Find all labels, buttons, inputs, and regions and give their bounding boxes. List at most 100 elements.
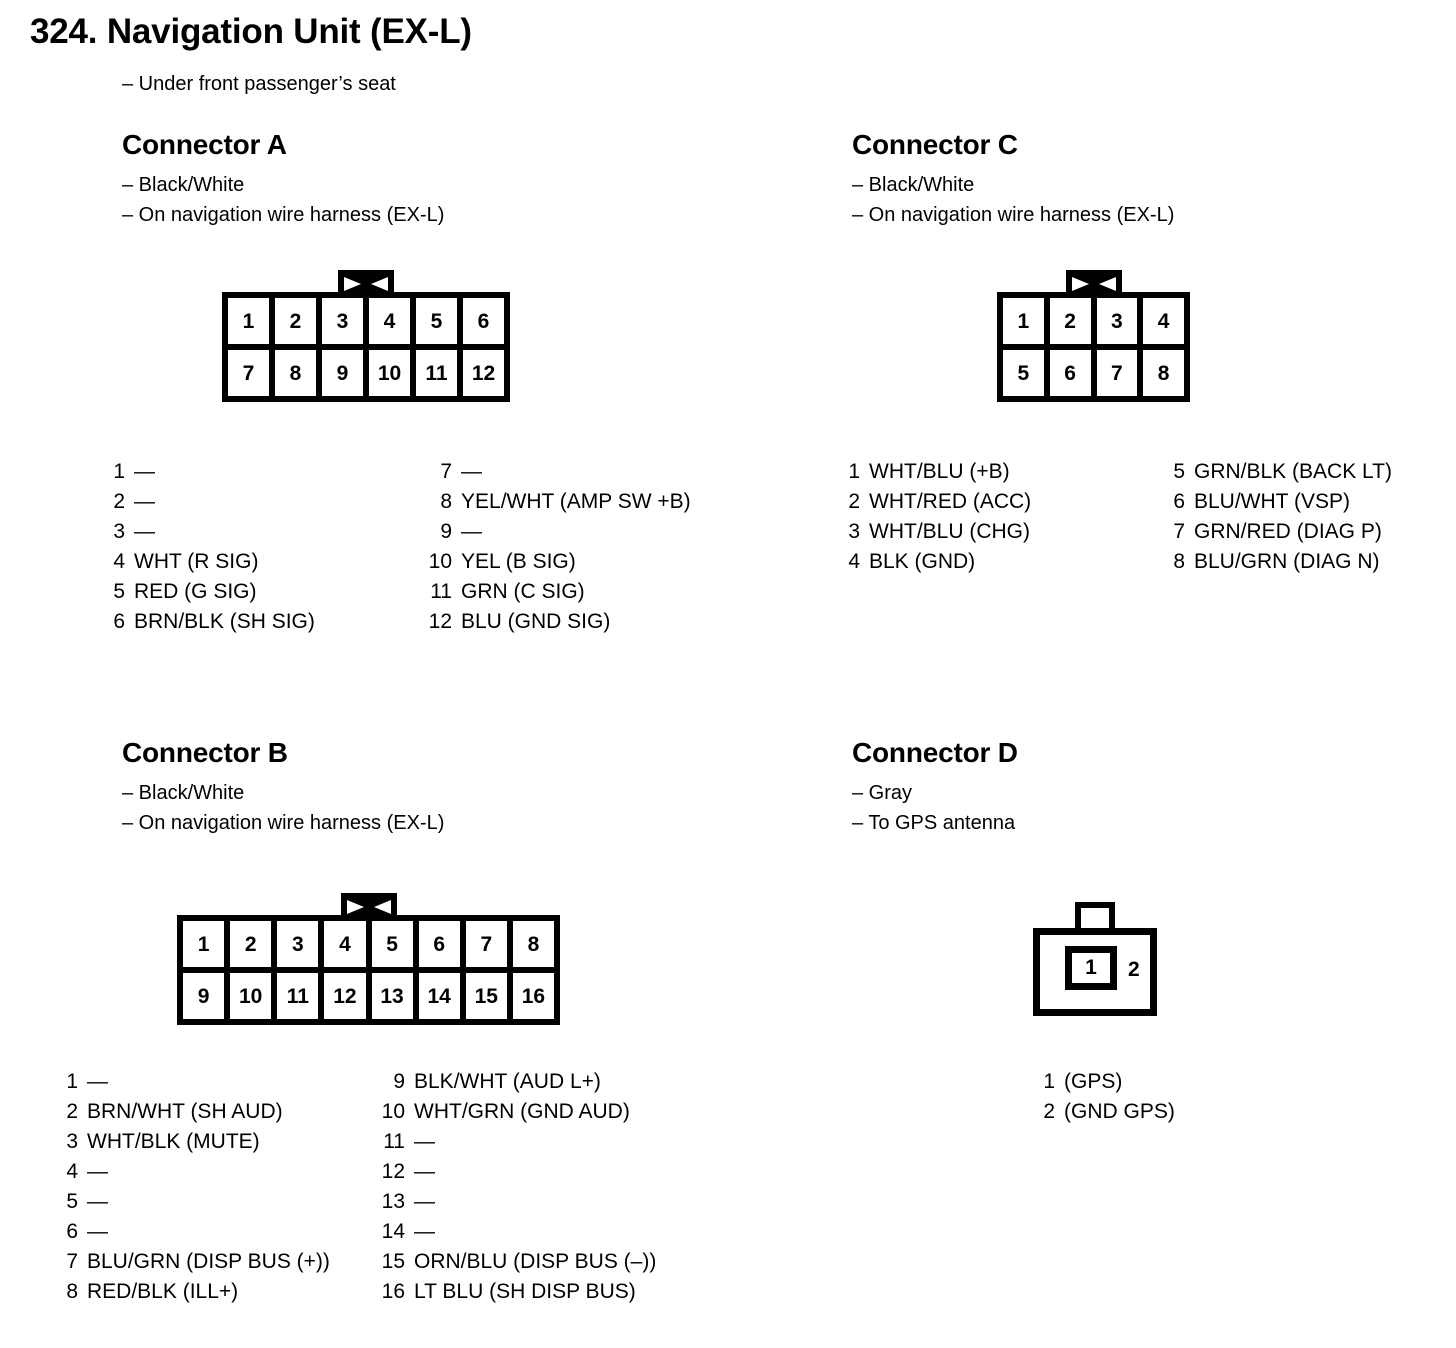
pin-number: 14 [381, 1220, 405, 1243]
pin-row: 3— [95, 520, 315, 550]
pin-number: 8 [66, 1280, 78, 1303]
pin-cell-9: 9 [322, 350, 363, 396]
pin-cell-6: 6 [418, 921, 460, 967]
pin-number: 7 [440, 460, 452, 483]
pin-cell-1: 1 [1003, 298, 1044, 344]
pin-cell-7: 7 [465, 921, 507, 967]
pin-cell-2: 2 [275, 298, 316, 344]
pin-cell-3: 3 [1096, 298, 1138, 344]
pin-unassigned-dash: — [87, 1160, 108, 1183]
pin-cell-12: 12 [324, 973, 366, 1019]
pin-cell-4: 4 [324, 921, 366, 967]
pin-description: (GND GPS) [1064, 1100, 1175, 1123]
pin-description: WHT (R SIG) [134, 550, 259, 573]
connector-b-note-harness: – On navigation wire harness (EX-L) [122, 812, 445, 834]
pin-cell-7: 7 [1096, 350, 1138, 396]
pin-cell-9: 9 [183, 973, 225, 1019]
pin-cell-14: 14 [418, 973, 460, 1019]
pin-description: BRN/BLK (SH SIG) [134, 610, 315, 633]
pin-description: GRN (C SIG) [461, 580, 585, 603]
pin-number: 12 [428, 610, 452, 633]
pin-number: 6 [1173, 490, 1185, 513]
pin-cell-6: 6 [1049, 350, 1091, 396]
pin-number: 4 [66, 1160, 78, 1183]
pin-number: 1 [66, 1070, 78, 1093]
pin-description: BLU/WHT (VSP) [1194, 490, 1350, 513]
pin-unassigned-dash: — [414, 1190, 435, 1213]
pin-row: 7— [422, 460, 691, 490]
pin-number: 2 [1043, 1100, 1055, 1123]
connector-c-notes: – Black/White – On navigation wire harne… [852, 170, 1174, 230]
pin-row: 9— [422, 520, 691, 550]
pin-number: 1 [113, 460, 125, 483]
pin-description: YEL (B SIG) [461, 550, 576, 573]
pin-number: 16 [381, 1280, 405, 1303]
pin-unassigned-dash: — [414, 1160, 435, 1183]
pin-description: (GPS) [1064, 1070, 1123, 1093]
pin-cell-5: 5 [1003, 350, 1044, 396]
pin-number: 5 [113, 580, 125, 603]
pin-number: 1 [848, 460, 860, 483]
connector-c-heading: Connector C [852, 129, 1018, 160]
pin-number: 4 [113, 550, 125, 573]
pin-number: 15 [381, 1250, 405, 1273]
page-title: 324. Navigation Unit (EX-L) [30, 12, 472, 51]
pin-number: 10 [381, 1100, 405, 1123]
pin-cell-15: 15 [465, 973, 507, 1019]
pin-cell-16: 16 [512, 973, 554, 1019]
pin-number: 3 [66, 1130, 78, 1153]
pin-unassigned-dash: — [87, 1070, 108, 1093]
pin-row: 11— [375, 1130, 656, 1160]
pin-unassigned-dash: — [414, 1220, 435, 1243]
pin-cell-4: 4 [369, 298, 410, 344]
pin-number: 5 [66, 1190, 78, 1213]
connector-d-note-color: – Gray [852, 782, 913, 804]
pin-description: BLU/GRN (DISP BUS (+)) [87, 1250, 330, 1273]
pin-cell-3: 3 [322, 298, 363, 344]
pin-cell-2: 2 [230, 921, 272, 967]
pin-row: 6 BLU/WHT (VSP) [1155, 490, 1392, 520]
connector-c-note-harness: – On navigation wire harness (EX-L) [852, 204, 1175, 226]
coax-center-pin-1: 1 [1065, 946, 1117, 990]
pin-cell-8: 8 [1143, 350, 1184, 396]
pin-unassigned-dash: — [87, 1220, 108, 1243]
pin-cell-11: 11 [277, 973, 319, 1019]
pin-row: 2— [95, 490, 315, 520]
pin-cell-11: 11 [416, 350, 457, 396]
pin-number: 2 [66, 1100, 78, 1123]
pin-cell-5: 5 [416, 298, 457, 344]
pin-cell-6: 6 [463, 298, 504, 344]
pin-row: 12— [375, 1160, 656, 1190]
pin-unassigned-dash: — [134, 520, 155, 543]
pin-row: 1— [95, 460, 315, 490]
pin-description: BRN/WHT (SH AUD) [87, 1100, 283, 1123]
pin-cell-1: 1 [228, 298, 269, 344]
connector-a-notes: – Black/White – On navigation wire harne… [122, 170, 444, 230]
pin-cell-8: 8 [512, 921, 554, 967]
pin-description: WHT/RED (ACC) [869, 490, 1032, 513]
pin-number: 2 [113, 490, 125, 513]
connector-a-note-harness: – On navigation wire harness (EX-L) [122, 204, 445, 226]
pin-description: WHT/BLU (CHG) [869, 520, 1030, 543]
pin-cell-2: 2 [1049, 298, 1091, 344]
pin-unassigned-dash: — [87, 1190, 108, 1213]
pin-description: WHT/GRN (GND AUD) [414, 1100, 630, 1123]
pin-number: 9 [393, 1070, 405, 1093]
pin-row: 14 — [375, 1220, 656, 1250]
